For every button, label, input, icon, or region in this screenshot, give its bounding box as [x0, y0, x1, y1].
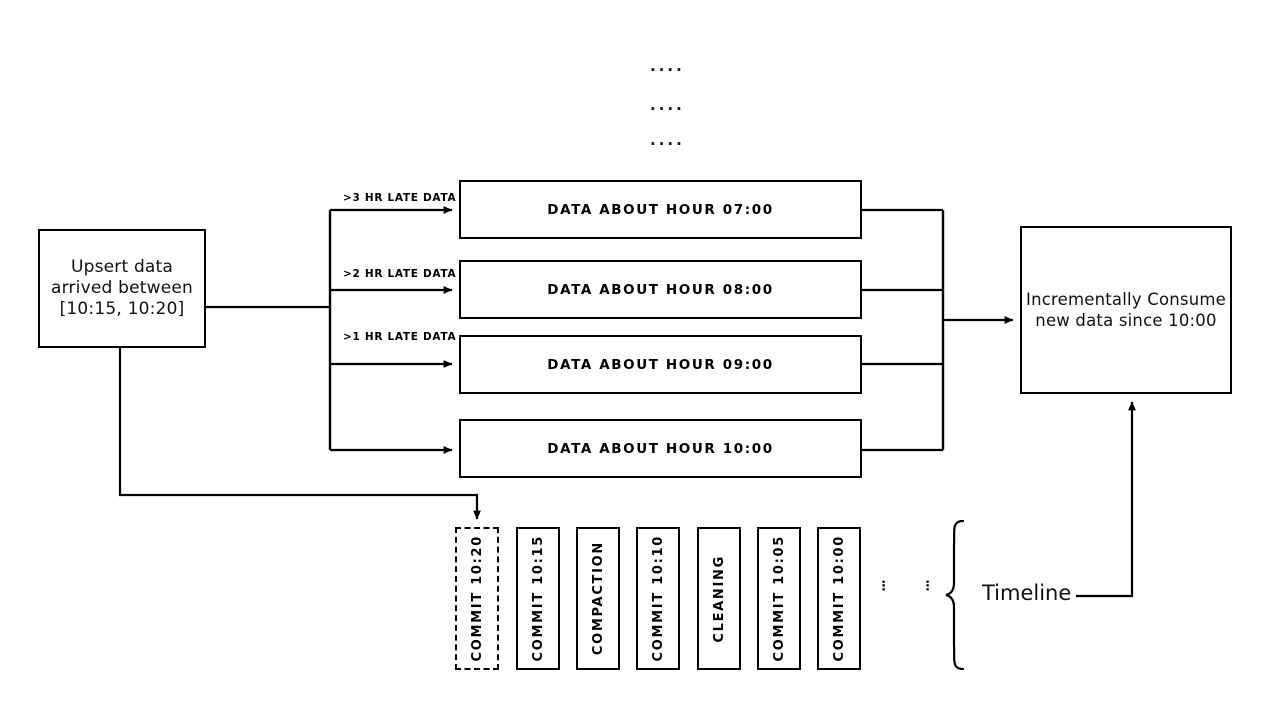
timeline-instant-commit-1005[interactable]: COMMIT 10:05 — [757, 527, 801, 670]
edge-source-to-new-commit — [118, 348, 481, 520]
source-line-2: arrived between — [50, 277, 194, 298]
timeline-instant-label: COMMIT 10:10 — [650, 535, 666, 662]
timeline-instant-commit-1000[interactable]: COMMIT 10:00 — [817, 527, 861, 670]
branch-label-2hr-late: >2 HR LATE DATA — [343, 268, 457, 280]
top-ellipsis-row-3: .... — [650, 131, 685, 149]
partition-box-hour-10[interactable]: DATA ABOUT HOUR 10:00 — [459, 419, 862, 478]
timeline-instant-label: CLEANING — [711, 554, 727, 643]
timeline-instant-commit-1015[interactable]: COMMIT 10:15 — [516, 527, 560, 670]
timeline-instant-label: COMPACTION — [590, 541, 606, 656]
top-ellipsis-row-1: .... — [650, 57, 685, 75]
partition-label-hour-07: DATA ABOUT HOUR 07:00 — [547, 201, 774, 218]
timeline-instant-label: COMMIT 10:15 — [530, 535, 546, 662]
partition-box-hour-07[interactable]: DATA ABOUT HOUR 07:00 — [459, 180, 862, 239]
branch-label-1hr-late: >1 HR LATE DATA — [343, 331, 457, 343]
timeline-caption: Timeline — [982, 581, 1072, 605]
timeline-instant-commit-1010[interactable]: COMMIT 10:10 — [636, 527, 680, 670]
consumer-line-1: Incrementally Consume — [1026, 289, 1226, 309]
top-ellipsis-row-2: .... — [650, 96, 685, 114]
partition-box-hour-09[interactable]: DATA ABOUT HOUR 09:00 — [459, 335, 862, 394]
timeline-instant-commit-1020[interactable]: COMMIT 10:20 — [455, 527, 499, 670]
timeline-ellipsis-2: ⋮ — [921, 579, 934, 594]
source-line-1: Upsert data — [70, 256, 174, 277]
timeline-instant-compaction[interactable]: COMPACTION — [576, 527, 620, 670]
consumer-line-2: new data since 10:00 — [1035, 311, 1217, 330]
incremental-consumer-box[interactable]: Incrementally Consume new data since 10:… — [1020, 226, 1232, 394]
timeline-ellipsis-1: ⋮ — [877, 579, 890, 594]
timeline-brace — [945, 519, 965, 671]
branch-label-3hr-late: >3 HR LATE DATA — [343, 192, 457, 204]
partition-label-hour-08: DATA ABOUT HOUR 08:00 — [547, 281, 774, 298]
timeline-instant-cleaning[interactable]: CLEANING — [697, 527, 741, 670]
partition-box-hour-08[interactable]: DATA ABOUT HOUR 08:00 — [459, 260, 862, 319]
timeline-instant-label: COMMIT 10:20 — [469, 535, 485, 662]
timeline-instant-label: COMMIT 10:05 — [771, 535, 787, 662]
timeline-instant-label: COMMIT 10:00 — [831, 535, 847, 662]
source-line-3: [10:15, 10:20] — [59, 299, 185, 320]
edge-timeline-to-consumer — [1076, 401, 1136, 598]
partition-label-hour-09: DATA ABOUT HOUR 09:00 — [547, 356, 774, 373]
source-upsert-box[interactable]: Upsert data arrived between [10:15, 10:2… — [38, 229, 206, 348]
partition-label-hour-10: DATA ABOUT HOUR 10:00 — [547, 440, 774, 457]
